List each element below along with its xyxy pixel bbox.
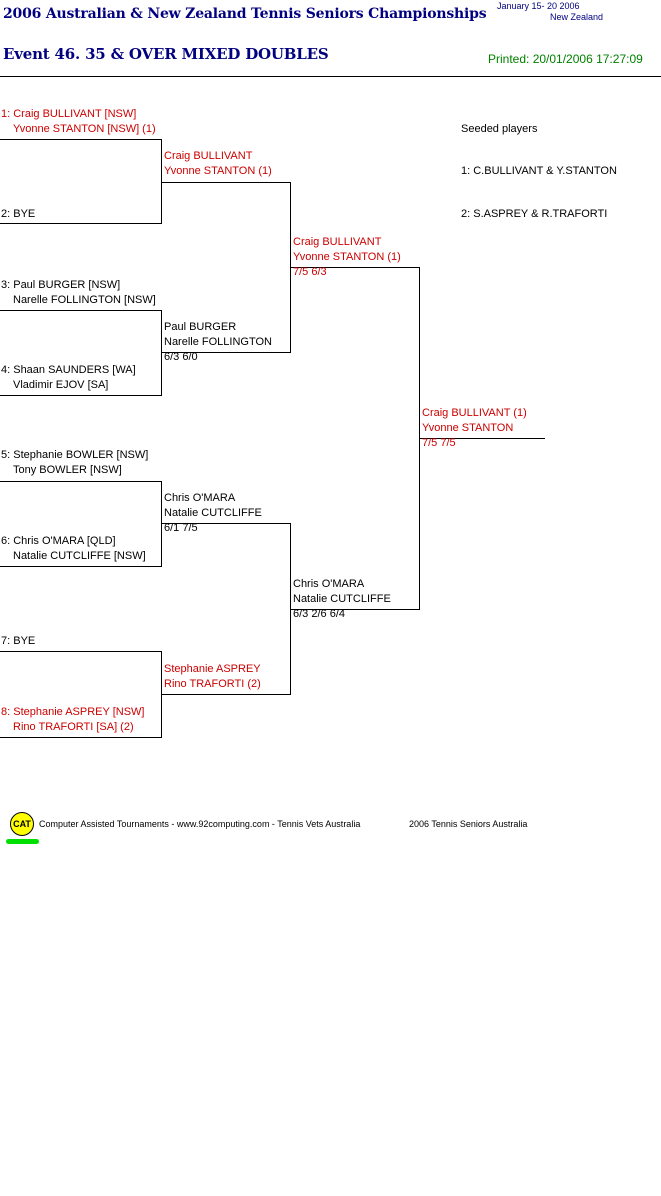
r1-connector-d: [161, 651, 162, 738]
sf-entry-1-score: 7/5 6/3: [293, 266, 327, 278]
r2-entry-1-line1: Craig BULLIVANT: [164, 150, 253, 162]
sf-line-2: [291, 609, 419, 610]
r2-entry-2-line2: Narelle FOLLINGTON: [164, 336, 272, 348]
final-line2: Yvonne STANTON: [422, 422, 514, 434]
r1-line-1: [0, 139, 161, 140]
r1-line-7: [0, 651, 161, 652]
r1-entry-8-line2: Rino TRAFORTI [SA] (2): [13, 721, 134, 733]
header-divider: [0, 76, 661, 77]
r2-entry-3-line2: Natalie CUTCLIFFE: [164, 507, 262, 519]
r2-line-3: [162, 523, 290, 524]
tournament-dates: January 15- 20 2006: [497, 1, 580, 11]
sf-entry-1-line1: Craig BULLIVANT: [293, 236, 382, 248]
seed-2: 2: S.ASPREY & R.TRAFORTI: [461, 208, 608, 220]
r1-line-6: [0, 566, 161, 567]
event-title: Event 46. 35 & OVER MIXED DOUBLES: [3, 45, 329, 63]
r1-entry-6-line1: 6: Chris O'MARA [QLD]: [1, 535, 116, 547]
r1-connector-a: [161, 139, 162, 224]
r1-connector-c: [161, 481, 162, 567]
r2-entry-4-line1: Stephanie ASPREY: [164, 663, 261, 675]
r2-entry-2-score: 6/3 6/0: [164, 351, 198, 363]
final-score: 7/5 7/5: [422, 437, 456, 449]
final-line: [420, 438, 545, 439]
r2-entry-3-score: 6/1 7/5: [164, 522, 198, 534]
logo-underline: [6, 839, 39, 844]
r2-line-1: [162, 182, 290, 183]
sf-entry-2-line1: Chris O'MARA: [293, 578, 365, 590]
r1-line-5: [0, 481, 161, 482]
footer-right: 2006 Tennis Seniors Australia: [409, 819, 528, 829]
r1-entry-4-line1: 4: Shaan SAUNDERS [WA]: [1, 364, 136, 376]
r1-entry-8-line1: 8: Stephanie ASPREY [NSW]: [1, 706, 145, 718]
r2-entry-2-line1: Paul BURGER: [164, 321, 237, 333]
final-line1: Craig BULLIVANT (1): [422, 407, 527, 419]
r1-line-3: [0, 310, 161, 311]
r2-line-4: [162, 694, 290, 695]
r1-entry-1-line2: Yvonne STANTON [NSW] (1): [13, 123, 156, 135]
tournament-location: New Zealand: [550, 12, 604, 22]
r1-entry-7-line1: 7: BYE: [1, 635, 36, 647]
r1-entry-3-line1: 3: Paul BURGER [NSW]: [1, 279, 121, 291]
r2-line-2: [162, 352, 290, 353]
printed-timestamp: Printed: 20/01/2006 17:27:09: [488, 52, 643, 66]
r1-line-8: [0, 737, 161, 738]
r1-entry-2-line1: 2: BYE: [1, 208, 36, 220]
r2-entry-3-line1: Chris O'MARA: [164, 492, 236, 504]
seeded-heading: Seeded players: [461, 123, 538, 135]
sf-connector: [419, 267, 420, 610]
r1-entry-5-line2: Tony BOWLER [NSW]: [13, 464, 122, 476]
r1-entry-4-line2: Vladimir EJOV [SA]: [13, 379, 109, 391]
cat-logo-icon: CAT: [10, 812, 34, 836]
r1-line-2: [0, 223, 161, 224]
sf-line-1: [291, 267, 419, 268]
r2-entry-4-line2: Rino TRAFORTI (2): [164, 678, 261, 690]
sf-entry-2-line2: Natalie CUTCLIFFE: [293, 593, 391, 605]
footer-credits: Computer Assisted Tournaments - www.92co…: [39, 819, 361, 829]
sf-entry-2-score: 6/3 2/6 6/4: [293, 608, 345, 620]
r1-entry-6-line2: Natalie CUTCLIFFE [NSW]: [13, 550, 146, 562]
r1-entry-5-line1: 5: Stephanie BOWLER [NSW]: [1, 449, 149, 461]
r2-connector-b: [290, 523, 291, 695]
r2-connector-a: [290, 182, 291, 353]
seed-1: 1: C.BULLIVANT & Y.STANTON: [461, 165, 617, 177]
r1-line-4: [0, 395, 161, 396]
sf-entry-1-line2: Yvonne STANTON (1): [293, 251, 401, 263]
r2-entry-1-line2: Yvonne STANTON (1): [164, 165, 272, 177]
r1-entry-3-line2: Narelle FOLLINGTON [NSW]: [13, 294, 156, 306]
r1-entry-1-line1: 1: Craig BULLIVANT [NSW]: [1, 108, 137, 120]
r1-connector-b: [161, 310, 162, 396]
tournament-title: 2006 Australian & New Zealand Tennis Sen…: [3, 6, 487, 22]
